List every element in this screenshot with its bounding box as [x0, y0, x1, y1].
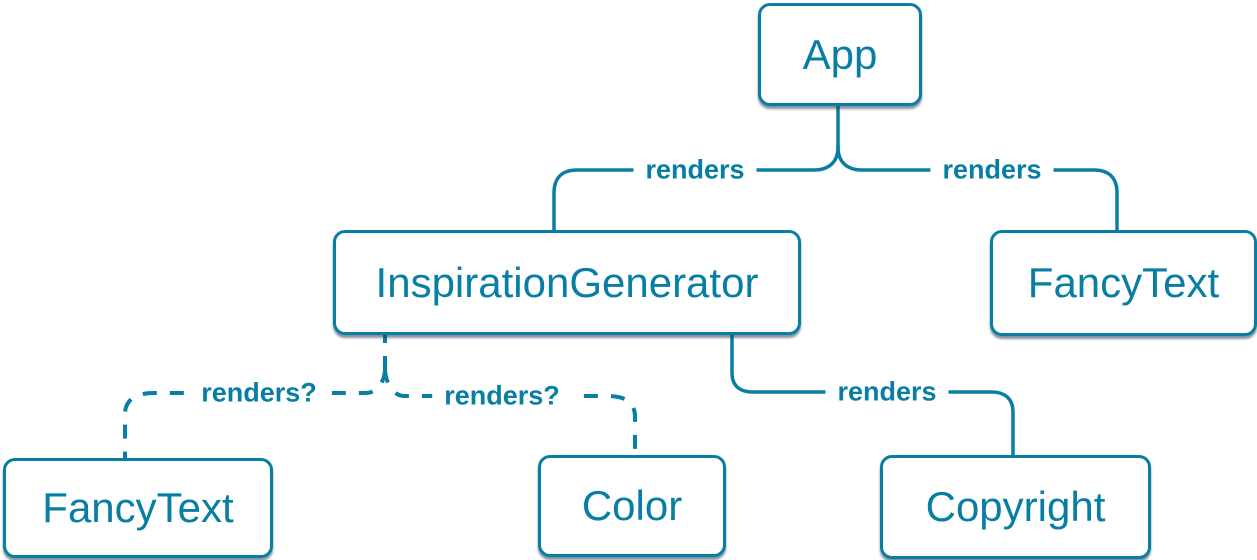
edge-inspirationgenerator-to-color	[383, 368, 637, 455]
edge-app-to-inspirationgenerator	[552, 145, 840, 232]
edge-inspirationgenerator-to-fancytext	[123, 368, 387, 458]
tree-node-app: App	[758, 3, 922, 106]
tree-node-copyright: Copyright	[880, 455, 1151, 559]
edge-label-inspirationgenerator-fancytext: renders?	[189, 377, 329, 409]
tree-node-inspiration-generator: InspirationGenerator	[333, 230, 801, 335]
tree-node-color: Color	[538, 455, 726, 557]
tree-node-fancy-text-bottom: FancyText	[3, 458, 273, 558]
edge-label-app-fancytext: renders	[930, 154, 1054, 186]
edge-label-inspirationgenerator-color: renders?	[432, 380, 572, 412]
edge-app-to-fancytext	[836, 145, 1119, 232]
tree-node-fancy-text-top: FancyText	[990, 230, 1257, 336]
edge-label-app-inspirationgenerator: renders	[633, 154, 757, 186]
edge-label-inspirationgenerator-copyright: renders	[825, 376, 949, 408]
